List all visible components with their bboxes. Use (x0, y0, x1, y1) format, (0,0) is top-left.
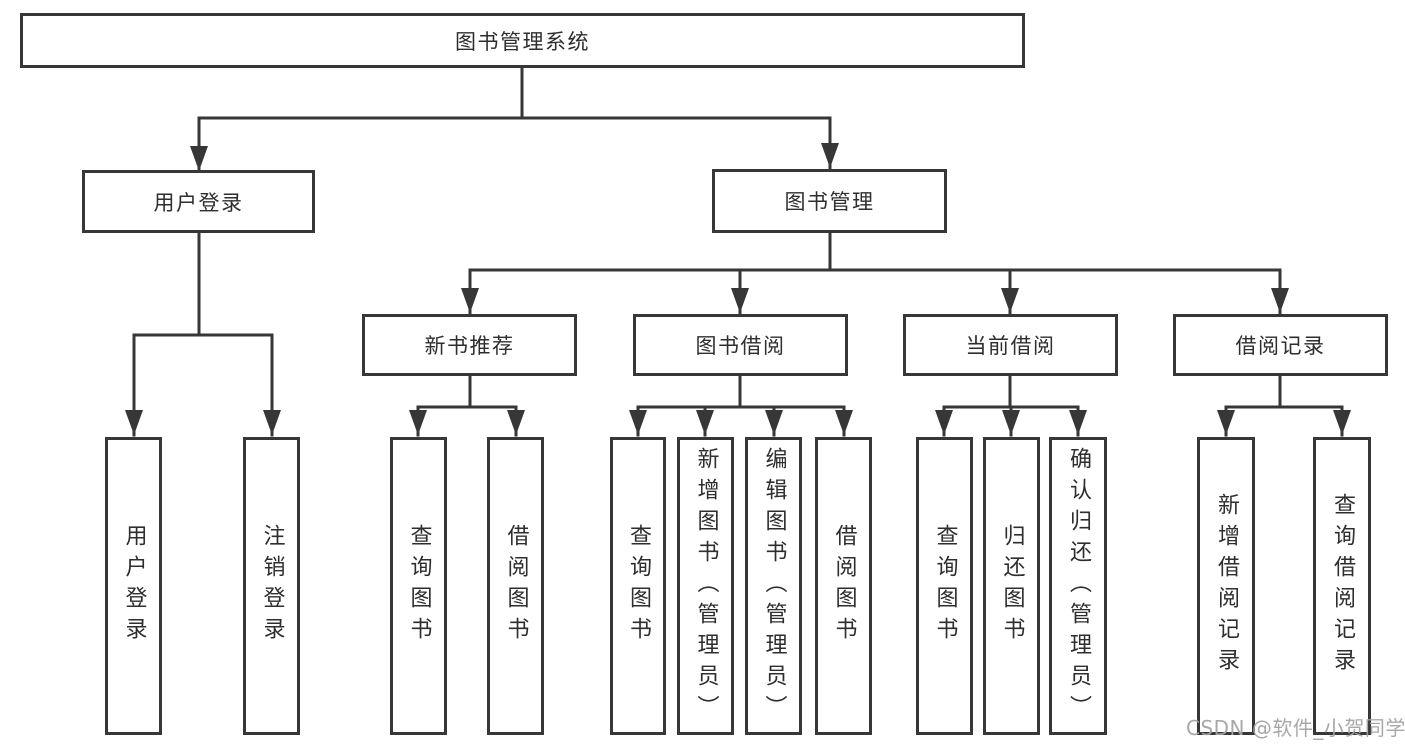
node-label: 图书借阅 (695, 334, 786, 358)
node-borrow-record: 借阅记录 (1173, 314, 1388, 376)
leaf-confirm-return-admin: 确认归还（管理员） (1049, 437, 1107, 735)
node-current-borrow: 当前借阅 (903, 314, 1118, 376)
node-label: 当前借阅 (965, 334, 1056, 358)
node-label: 借阅图书 (831, 524, 857, 648)
leaf-borrow-book-2: 借阅图书 (815, 437, 872, 735)
leaf-add-book-admin: 新增图书（管理员） (677, 437, 734, 735)
leaf-query-borrow-record: 查询借阅记录 (1313, 437, 1371, 735)
node-label: 确认归还（管理员） (1066, 446, 1091, 726)
node-label: 新增借阅记录 (1214, 493, 1239, 679)
node-label: 借阅图书 (503, 524, 529, 648)
node-label: 注销登录 (259, 524, 285, 648)
node-book-management: 图书管理 (712, 169, 947, 233)
node-label: 查询图书 (626, 524, 651, 648)
node-label: 编辑图书（管理员） (761, 446, 787, 726)
node-user-login: 用户登录 (82, 170, 315, 233)
node-label: 查询图书 (406, 524, 432, 648)
leaf-edit-book-admin: 编辑图书（管理员） (745, 437, 802, 735)
leaf-logout: 注销登录 (243, 437, 300, 735)
node-label: 用户登录 (121, 524, 147, 648)
leaf-add-borrow-record: 新增借阅记录 (1197, 437, 1255, 735)
node-label: 查询借阅记录 (1330, 493, 1355, 679)
leaf-user-login: 用户登录 (105, 437, 162, 735)
node-library-management-system: 图书管理系统 (20, 13, 1025, 68)
node-label: 借阅记录 (1235, 334, 1326, 358)
node-label: 新书推荐 (424, 334, 515, 358)
leaf-return-book: 归还图书 (983, 437, 1040, 735)
node-new-book-recommend: 新书推荐 (362, 314, 577, 376)
node-label: 用户登录 (153, 190, 244, 215)
node-label: 新增图书（管理员） (693, 446, 719, 726)
leaf-query-book-3: 查询图书 (916, 437, 973, 735)
node-label: 图书管理 (784, 190, 875, 214)
leaf-query-book-1: 查询图书 (390, 437, 447, 735)
node-label: 查询图书 (932, 524, 958, 648)
leaf-query-book-2: 查询图书 (610, 437, 666, 735)
leaf-borrow-book-1: 借阅图书 (487, 437, 544, 735)
node-label: 归还图书 (999, 524, 1025, 648)
node-book-borrow: 图书借阅 (633, 314, 848, 376)
node-label: 图书管理系统 (455, 29, 590, 54)
